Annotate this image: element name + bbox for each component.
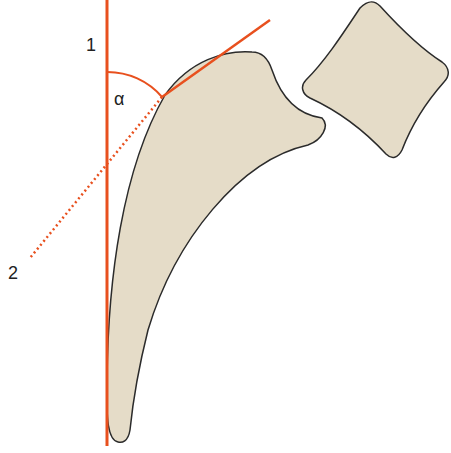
line-number: 1 (86, 36, 96, 54)
line-number: 2 (8, 264, 18, 282)
angle-symbol: α (114, 90, 124, 108)
tangent-extension-dotted (30, 97, 162, 258)
scapula-blade (107, 52, 325, 443)
tangent-line (162, 20, 270, 97)
vertical-reference-line (106, 0, 109, 446)
humeral-head (303, 2, 449, 158)
